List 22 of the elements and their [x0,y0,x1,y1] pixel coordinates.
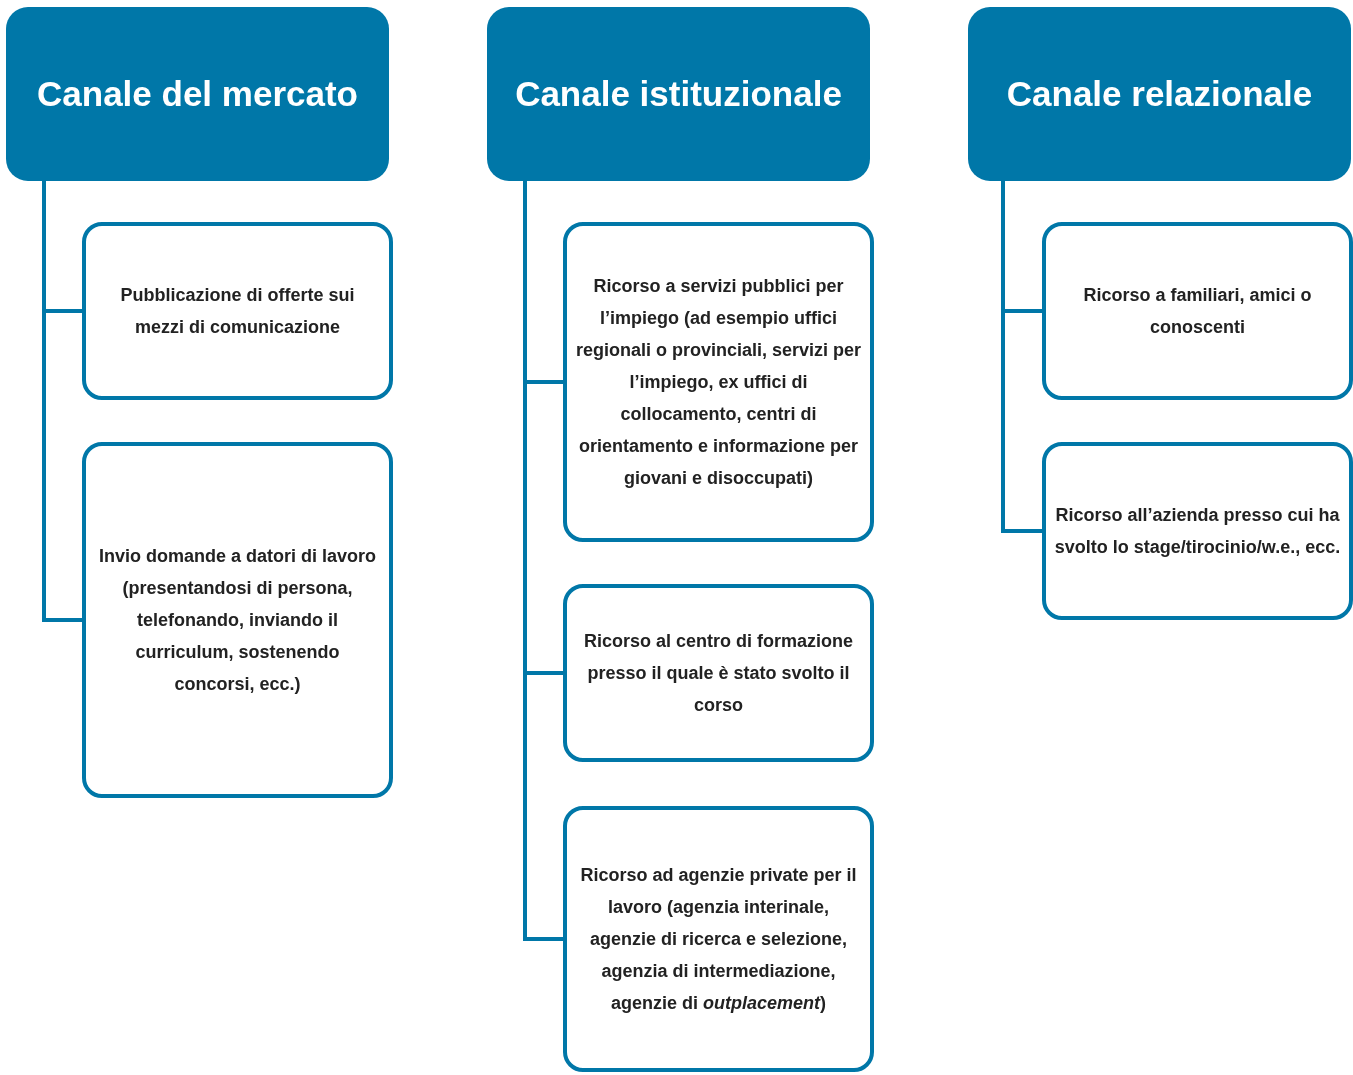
item-box [563,806,874,1072]
item-text: Pubblicazione di offerte sui mezzi di comunicazione [119,284,356,339]
item-box [82,442,393,798]
header-text: Canale relazionale [1006,74,1313,114]
channel-header-box [6,7,389,181]
item-text: Ricorso ad agenzie private per il lavoro (agenzia interinale, agenzie di ricerca e selezione, agenzia di intermediazione, agenzie di outplacement) [579,864,858,1015]
item-box [563,584,874,762]
item-box [82,222,393,400]
item-text: Ricorso all’azienda presso cui ha svolto lo stage/tirocinio/w.e., ecc. [1054,504,1341,559]
connector-line [42,181,82,622]
item-text: Ricorso a servizi pubblici per l’impiego (ad esempio uffici regionali o provinciali, servizi per l’impiego, ex uffici di collocamento, centri di orientamento e informazione per giovani e disoccupati) [575,275,862,490]
item-text: Ricorso a familiari, amici o conoscenti [1082,284,1313,339]
item-box [1042,442,1353,620]
item-box [1042,222,1353,400]
channel-header-box [968,7,1351,181]
header-text: Canale del mercato [37,74,358,114]
channel-header-box [487,7,870,181]
item-box [563,222,874,542]
item-text: Ricorso al centro di formazione presso il quale è stato svolto il corso [582,630,855,717]
item-text: Invio domande a datori di lavoro (presentandosi di persona, telefonando, inviando il curriculum, sostenendo concorsi, ecc.) [97,545,377,696]
header-text: Canale istituzionale [515,74,842,114]
connector-line [1001,181,1042,533]
